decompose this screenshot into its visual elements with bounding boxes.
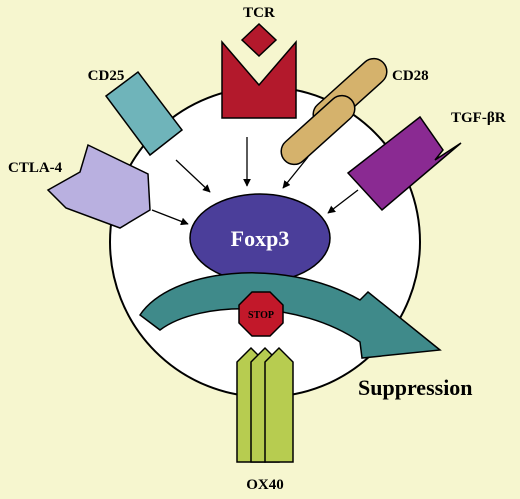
arrow-tgf-br bbox=[327, 189, 359, 214]
ctla4-receptor bbox=[46, 143, 151, 229]
label-suppression: Suppression bbox=[358, 375, 473, 400]
tcr-receptor bbox=[221, 22, 297, 119]
cd28-receptor bbox=[280, 57, 388, 166]
label-ox40: OX40 bbox=[246, 477, 284, 493]
label-stop: STOP bbox=[248, 310, 274, 321]
label-ctla4: CTLA-4 bbox=[8, 160, 63, 176]
ox40-receptor bbox=[236, 346, 294, 463]
arrow-cd28 bbox=[282, 156, 309, 189]
suppression-arrow bbox=[138, 272, 442, 359]
label-tcr: TCR bbox=[243, 5, 275, 21]
arrow-cd25 bbox=[175, 159, 211, 193]
label-tgf-br: TGF-βR bbox=[451, 110, 506, 126]
arrow-ctla4 bbox=[151, 209, 189, 226]
cd25-receptor bbox=[104, 70, 184, 157]
label-cd28: CD28 bbox=[392, 68, 429, 84]
tgf-br-receptor bbox=[346, 115, 462, 212]
label-foxp3: Foxp3 bbox=[231, 226, 290, 251]
label-cd25: CD25 bbox=[88, 68, 125, 84]
stop-sign bbox=[238, 291, 284, 337]
